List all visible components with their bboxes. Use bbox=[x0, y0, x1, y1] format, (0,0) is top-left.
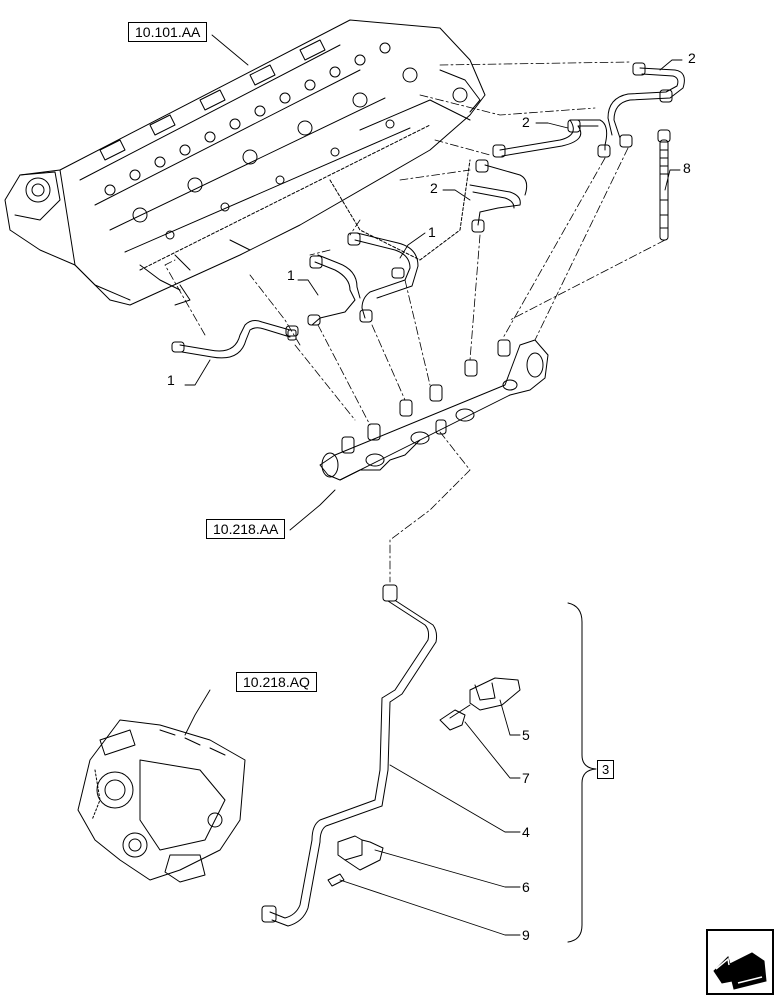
arrow-icon bbox=[713, 952, 767, 990]
callout-bolt-7: 7 bbox=[522, 770, 530, 786]
callout-pipe-1b: 1 bbox=[287, 267, 295, 283]
injection-pump-ref[interactable]: 10.218.AQ bbox=[236, 672, 317, 692]
callout-clamp-5: 5 bbox=[522, 727, 530, 743]
injection-pump bbox=[77, 719, 246, 883]
valve-bosses bbox=[104, 42, 418, 240]
callout-pipe-1a: 1 bbox=[167, 372, 175, 388]
bracket-6 bbox=[327, 835, 384, 887]
supply-pipe-4 bbox=[261, 584, 438, 927]
callout-pipe-2c: 2 bbox=[688, 50, 696, 66]
cylinder-head bbox=[4, 19, 486, 306]
fuel-rail-ref[interactable]: 10.218.AA bbox=[206, 519, 286, 539]
clamp-5 bbox=[439, 677, 521, 731]
callout-screw-9: 9 bbox=[522, 927, 530, 943]
callout-pipe-2b: 2 bbox=[522, 114, 530, 130]
stud-8 bbox=[657, 129, 671, 241]
callout-bracket-6: 6 bbox=[522, 879, 530, 895]
cylinder-head-ref[interactable]: 10.101.AA bbox=[128, 22, 208, 42]
callout-pipe-2a: 2 bbox=[430, 180, 438, 196]
callout-pipe-1c: 1 bbox=[428, 224, 436, 240]
injector-pipes-1 bbox=[171, 232, 419, 359]
fuel-rail bbox=[319, 339, 549, 481]
alignment-lines bbox=[164, 61, 666, 583]
leader-lines bbox=[184, 34, 683, 936]
callout-stud-8: 8 bbox=[683, 160, 691, 176]
group-brace bbox=[567, 602, 597, 943]
callout-supply-pipe-4: 4 bbox=[522, 824, 530, 840]
injector-pipes-2 bbox=[469, 62, 685, 233]
next-page-arrow-icon[interactable] bbox=[706, 929, 774, 995]
group-3-box: 3 bbox=[597, 760, 615, 779]
